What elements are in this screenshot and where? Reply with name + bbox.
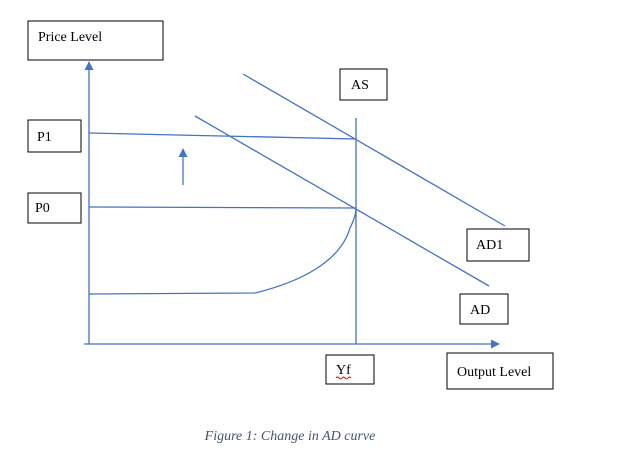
spellcheck-underline xyxy=(335,376,352,380)
as-curve xyxy=(88,207,357,295)
yf-label-box: Yf xyxy=(325,354,375,385)
output-level-label-box: Output Level xyxy=(446,352,554,390)
p1-line xyxy=(88,132,357,140)
price-level-label: Price Level xyxy=(38,30,102,45)
as-label-box: AS xyxy=(339,68,388,101)
ad1-curve xyxy=(242,73,506,227)
p0-label-box: P0 xyxy=(27,192,82,224)
p0-label: P0 xyxy=(35,201,50,216)
ad-label-box: AD xyxy=(459,293,509,325)
ad-label: AD xyxy=(470,303,490,318)
yf-label: Yf xyxy=(336,363,351,378)
as-label: AS xyxy=(351,78,369,93)
price-level-label-box: Price Level xyxy=(27,20,164,61)
p1-label-box: P1 xyxy=(27,119,82,153)
p1-label: P1 xyxy=(37,130,52,145)
ad-curve xyxy=(194,115,490,287)
output-level-label: Output Level xyxy=(457,365,531,380)
ad1-label: AD1 xyxy=(476,238,503,253)
figure-caption: Figure 1: Change in AD curve xyxy=(204,429,376,444)
ad1-label-box: AD1 xyxy=(466,228,530,262)
p0-line xyxy=(88,206,357,209)
